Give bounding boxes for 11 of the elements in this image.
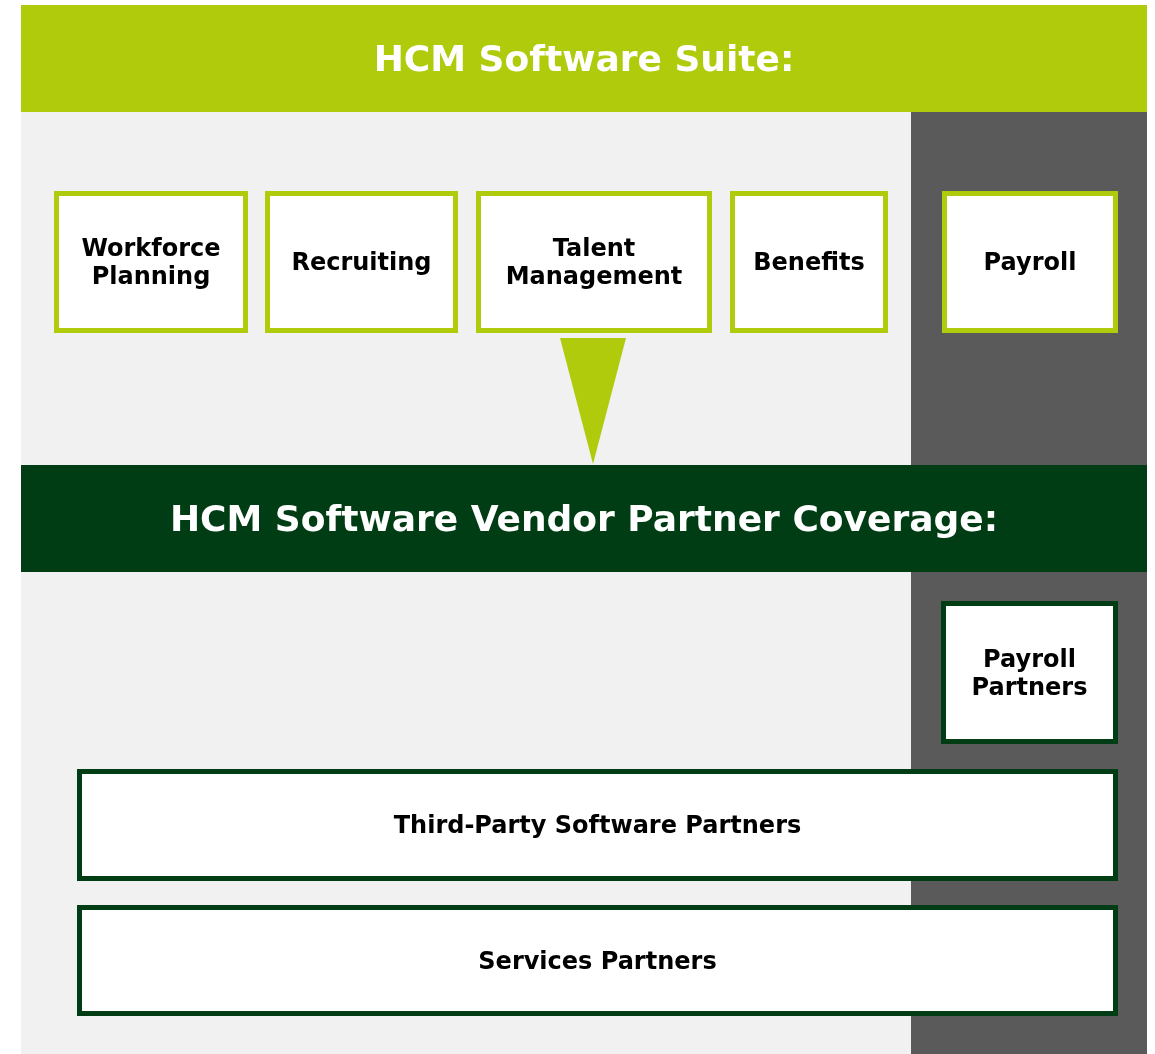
module-box: Talent Management (476, 191, 712, 333)
module-box: Workforce Planning (54, 191, 248, 333)
module-box: Recruiting (265, 191, 458, 333)
partner-box: Payroll Partners (941, 601, 1118, 744)
module-box: Payroll (942, 191, 1118, 333)
heading-band: HCM Software Suite: (21, 5, 1147, 112)
module-box: Benefits (730, 191, 888, 333)
partner-box: Services Partners (77, 905, 1118, 1016)
partner-box: Third-Party Software Partners (77, 769, 1118, 881)
arrow (560, 338, 626, 464)
heading-band: HCM Software Vendor Partner Coverage: (21, 465, 1147, 572)
